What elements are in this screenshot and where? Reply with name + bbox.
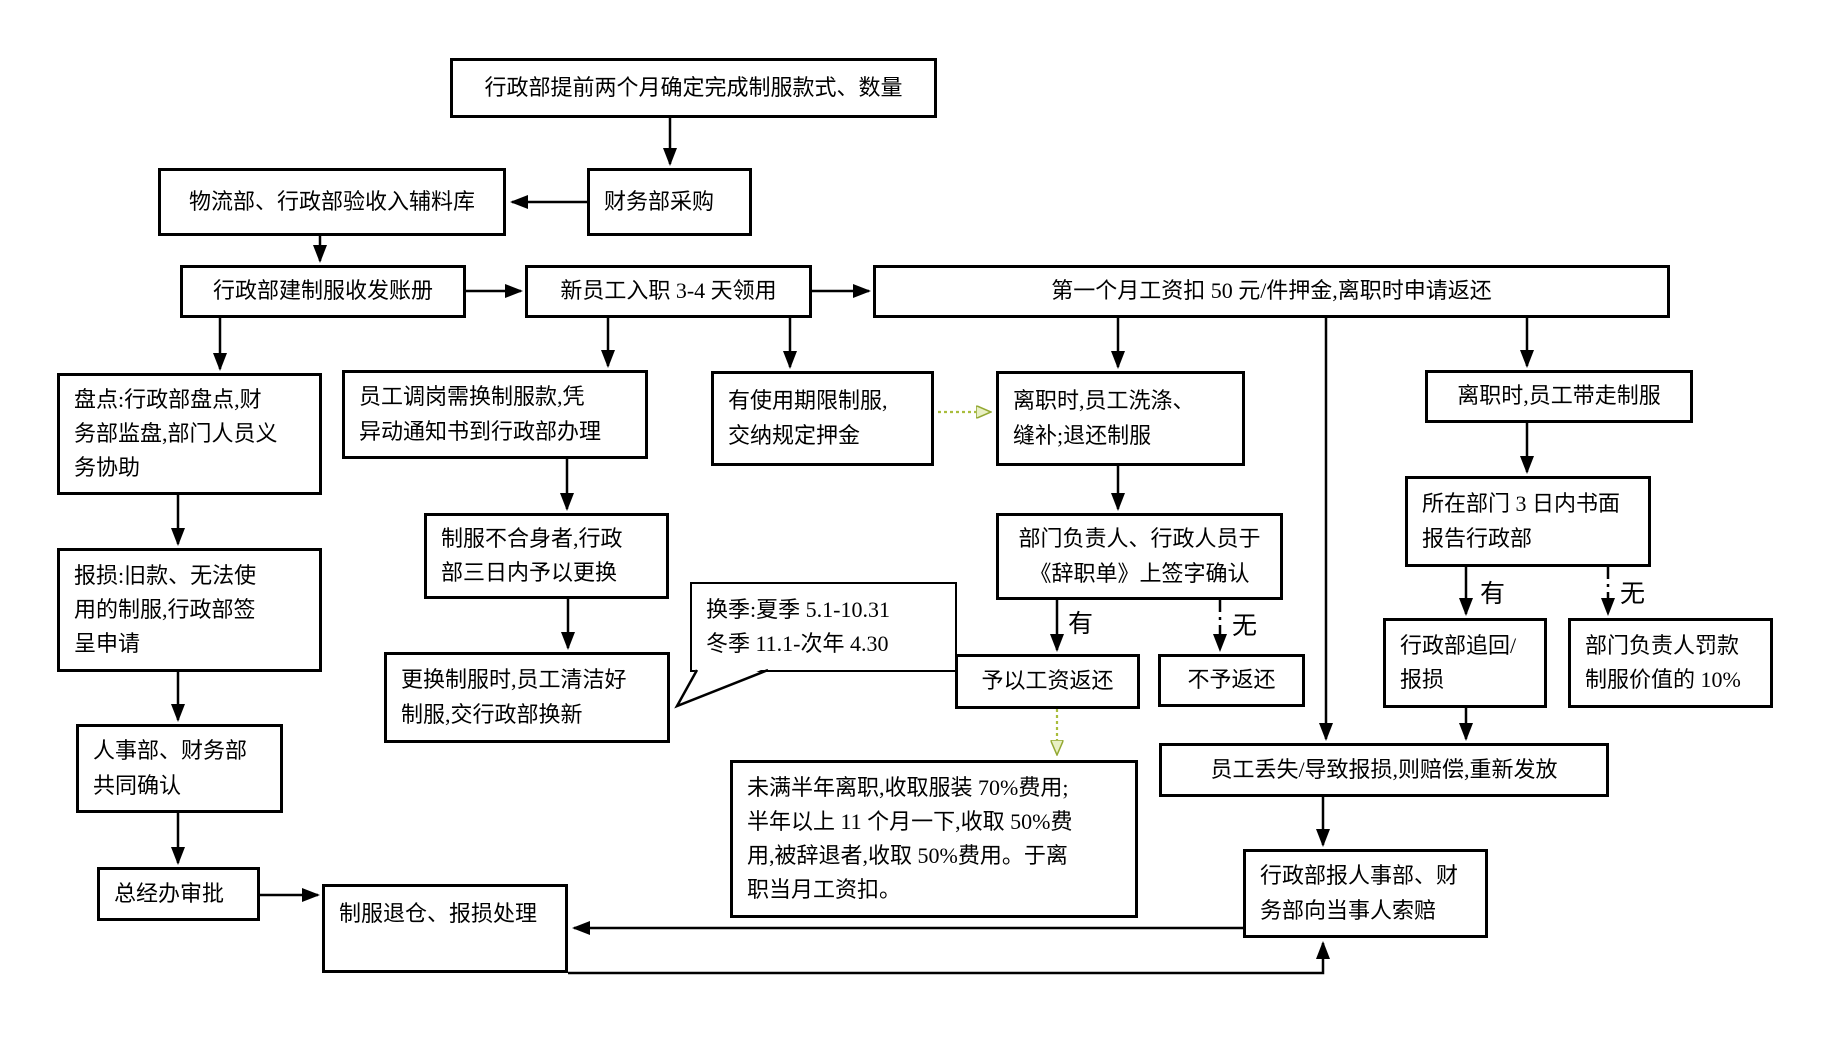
node-unfit-replacement: 制服不合身者,行政 部三日内予以更换 — [424, 513, 669, 599]
callout-tail-outline — [674, 668, 769, 709]
node-finance-purchase: 财务部采购 — [587, 168, 752, 236]
node-claim-compensation: 行政部报人事部、财 务部向当事人索赔 — [1243, 849, 1488, 938]
node-no-refund: 不予返还 — [1158, 654, 1305, 707]
node-report-within-3-days: 所在部门 3 日内书面 报告行政部 — [1405, 476, 1651, 567]
branch-label-report-no: 无 — [1620, 581, 1646, 608]
node-uniform-return-processing: 制服退仓、报损处理 — [322, 884, 568, 973]
node-refund-with-salary: 予以工资返还 — [955, 654, 1140, 709]
callout-tail-fill — [677, 667, 768, 706]
node-transfer-uniform-change: 员工调岗需换制服款,凭 异动通知书到行政部办理 — [342, 370, 648, 459]
node-admin-ledger: 行政部建制服收发账册 — [180, 265, 466, 318]
note-fee-deduction-rules: 未满半年离职,收取服装 70%费用; 半年以上 11 个月一下,收取 50%费 … — [730, 760, 1138, 918]
node-resign-wash-return: 离职时,员工洗涤、 缝补;退还制服 — [996, 371, 1245, 466]
branch-label-sign-yes: 有 — [1068, 611, 1094, 638]
node-limited-term-deposit: 有使用期限制服, 交纳规定押金 — [711, 371, 934, 466]
node-resign-take-uniform: 离职时,员工带走制服 — [1425, 370, 1693, 423]
node-clean-before-exchange: 更换制服时,员工清洁好 制服,交行政部换新 — [384, 652, 670, 743]
node-determine-style-quantity: 行政部提前两个月确定完成制服款式、数量 — [450, 58, 937, 118]
node-inventory-check: 盘点:行政部盘点,财 务部监盘,部门人员义 务协助 — [57, 373, 322, 495]
node-logistics-admin-inspection: 物流部、行政部验收入辅料库 — [158, 168, 506, 236]
node-lost-damage-compensate: 员工丢失/导致报损,则赔偿,重新发放 — [1159, 743, 1609, 797]
branch-label-report-yes: 有 — [1480, 581, 1506, 608]
node-damage-report: 报损:旧款、无法使 用的制服,行政部签 呈申请 — [57, 548, 322, 672]
callout-season-change: 换季:夏季 5.1-10.31 冬季 11.1-次年 4.30 — [690, 582, 957, 672]
node-manager-fine-10pct: 部门负责人罚款 制服价值的 10% — [1568, 618, 1773, 708]
node-hr-finance-confirm: 人事部、财务部 共同确认 — [76, 724, 283, 813]
node-first-month-deposit: 第一个月工资扣 50 元/件押金,离职时申请返还 — [873, 265, 1670, 318]
node-gm-office-approval: 总经办审批 — [97, 867, 260, 921]
node-admin-recover: 行政部追回/ 报损 — [1383, 618, 1547, 708]
node-sign-resignation-form: 部门负责人、行政人员于 《辞职单》上签字确认 — [996, 513, 1283, 600]
arrow-return-processing-to-claim — [568, 941, 1330, 975]
node-new-employee-receive: 新员工入职 3-4 天领用 — [525, 265, 812, 318]
branch-label-sign-no: 无 — [1232, 613, 1258, 640]
